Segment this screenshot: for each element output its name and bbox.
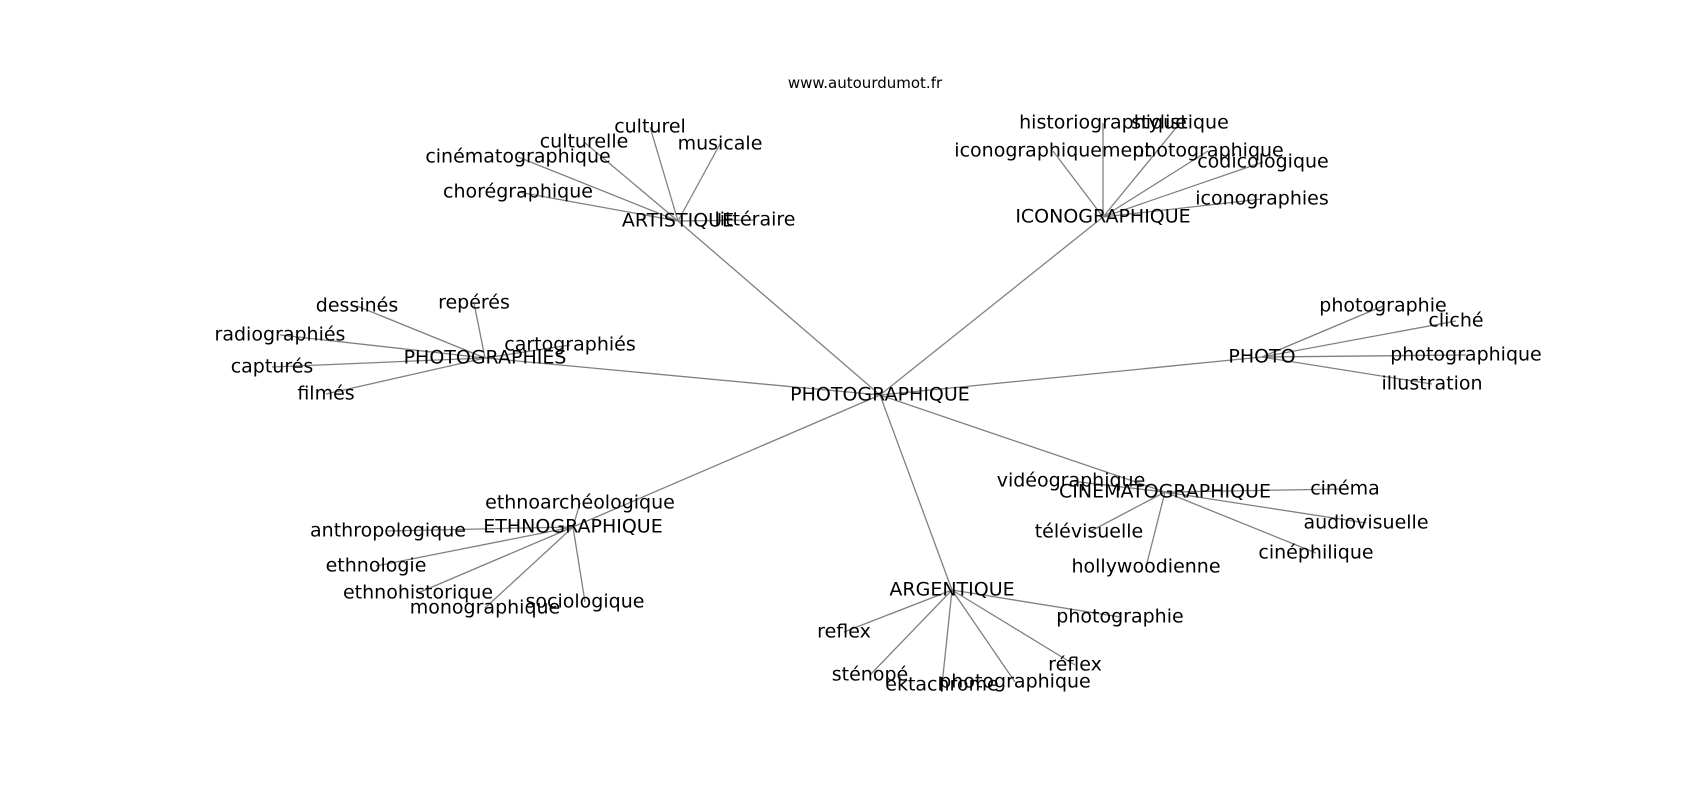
edge-photographies-0: [356, 305, 486, 359]
edge-center-argentique: [879, 394, 953, 591]
word-node-ethnographique-4[interactable]: monographique: [410, 597, 561, 619]
graph-edges: [271, 122, 1467, 686]
edge-ethnographique-2: [375, 526, 574, 567]
edge-artistique-5: [677, 219, 756, 222]
edge-argentique-3: [869, 589, 953, 676]
hub-node-ethnographique[interactable]: ETHNOGRAPHIQUE: [483, 516, 662, 538]
edge-photographies-1: [473, 302, 486, 359]
edge-ethnographique-5: [572, 526, 586, 603]
word-node-iconographique-4[interactable]: codicologique: [1197, 151, 1329, 173]
word-node-iconographique-0[interactable]: historiographique: [1019, 112, 1187, 134]
edge-cinematographique-1: [1164, 488, 1346, 493]
edge-argentique-4: [941, 589, 953, 686]
edge-ethnographique-1: [387, 526, 574, 532]
word-node-argentique-3[interactable]: sténopé: [832, 664, 908, 686]
edge-ethnographique-4: [484, 526, 574, 609]
word-node-cinematographique-4[interactable]: cinéphilique: [1258, 542, 1373, 564]
edge-artistique-0: [649, 126, 679, 222]
edge-ethnographique-0: [572, 502, 581, 528]
hub-node-artistique[interactable]: ARTISTIQUE: [622, 210, 734, 232]
word-node-argentique-5[interactable]: photographique: [939, 671, 1091, 693]
watermark-text: www.autourdumot.fr: [788, 74, 943, 92]
edge-photo-3: [1261, 356, 1433, 385]
center-node[interactable]: PHOTOGRAPHIQUE: [790, 384, 970, 406]
word-node-iconographique-3[interactable]: photographique: [1132, 140, 1284, 162]
word-node-ethnographique-5[interactable]: sociologique: [526, 591, 645, 613]
edge-photographies-4: [271, 357, 486, 368]
word-node-iconographique-5[interactable]: iconographies: [1195, 188, 1329, 210]
hub-node-photo[interactable]: PHOTO: [1228, 346, 1295, 368]
edge-artistique-3: [517, 156, 679, 222]
edge-artistique-2: [677, 143, 721, 222]
word-node-cinematographique-5[interactable]: hollywoodienne: [1071, 556, 1220, 578]
word-node-ethnographique-1[interactable]: anthropologique: [310, 520, 466, 542]
word-node-cinematographique-3[interactable]: télévisuelle: [1035, 521, 1144, 543]
word-node-iconographique-1[interactable]: stylistique: [1131, 112, 1229, 134]
word-node-artistique-2[interactable]: musicale: [678, 133, 763, 155]
edge-iconographique-2: [1052, 150, 1104, 218]
edge-photo-2: [1261, 354, 1467, 358]
edge-artistique-4: [517, 191, 679, 222]
word-node-photographies-0[interactable]: dessinés: [316, 295, 398, 317]
edge-ethnographique-3: [417, 526, 574, 594]
edge-artistique-1: [583, 141, 679, 222]
edge-iconographique-3: [1102, 150, 1209, 218]
word-node-artistique-5[interactable]: littéraire: [715, 209, 796, 231]
edge-cinematographique-0: [1070, 480, 1166, 493]
edge-iconographique-5: [1102, 198, 1263, 218]
word-node-artistique-4[interactable]: chorégraphique: [443, 181, 593, 203]
word-node-argentique-2[interactable]: réflex: [1048, 654, 1102, 676]
word-node-photographies-5[interactable]: filmés: [297, 383, 354, 405]
word-node-ethnographique-0[interactable]: ethnoarchéologique: [485, 492, 675, 514]
word-node-argentique-4[interactable]: ektachrome: [885, 674, 999, 696]
word-node-photo-1[interactable]: cliché: [1428, 310, 1483, 332]
edge-iconographique-4: [1102, 161, 1264, 218]
word-node-cinematographique-2[interactable]: audiovisuelle: [1303, 512, 1428, 534]
edge-center-iconographique: [879, 216, 1104, 396]
word-node-ethnographique-3[interactable]: ethnohistorique: [343, 582, 493, 604]
word-node-iconographique-2[interactable]: iconographiquement: [954, 140, 1151, 162]
word-node-photographies-1[interactable]: repérés: [438, 292, 510, 314]
word-node-photographies-3[interactable]: cartographiés: [504, 334, 635, 356]
word-node-photographies-4[interactable]: capturés: [231, 356, 314, 378]
word-node-argentique-1[interactable]: photographie: [1056, 606, 1183, 628]
edge-argentique-1: [951, 589, 1121, 618]
edge-cinematographique-4: [1164, 491, 1317, 554]
edge-argentique-5: [951, 589, 1016, 683]
hub-node-argentique[interactable]: ARGENTIQUE: [889, 579, 1014, 601]
edge-center-cinematographique: [879, 394, 1166, 493]
word-node-cinematographique-0[interactable]: vidéographique: [997, 470, 1146, 492]
edge-center-photo: [879, 356, 1263, 396]
edge-photographies-2: [279, 334, 486, 359]
hub-node-photographies[interactable]: PHOTOGRAPHIES: [404, 347, 567, 369]
edge-iconographique-1: [1102, 122, 1181, 218]
edge-argentique-0: [843, 589, 953, 633]
word-node-artistique-3[interactable]: cinématographique: [425, 146, 610, 168]
word-node-argentique-0[interactable]: reflex: [817, 621, 871, 643]
edge-cinematographique-5: [1145, 491, 1166, 568]
word-node-artistique-0[interactable]: culturel: [614, 116, 686, 138]
edge-cinematographique-3: [1088, 491, 1166, 533]
edge-photo-1: [1261, 320, 1457, 358]
word-node-artistique-1[interactable]: culturelle: [540, 131, 629, 153]
edge-photographies-5: [325, 357, 486, 395]
edge-center-artistique: [677, 220, 881, 396]
word-node-photo-0[interactable]: photographie: [1319, 295, 1446, 317]
word-node-photo-2[interactable]: photographique: [1390, 344, 1542, 366]
word-node-cinematographique-1[interactable]: cinéma: [1310, 478, 1380, 500]
word-node-photo-3[interactable]: illustration: [1381, 373, 1482, 395]
edge-argentique-2: [951, 589, 1076, 666]
edge-center-photographies: [484, 357, 881, 396]
word-node-photographies-2[interactable]: radiographiés: [215, 324, 346, 346]
hub-node-iconographique[interactable]: ICONOGRAPHIQUE: [1015, 206, 1190, 228]
edge-center-ethnographique: [572, 394, 881, 528]
edge-photo-0: [1261, 305, 1384, 358]
word-node-ethnographique-2[interactable]: ethnologie: [326, 555, 427, 577]
edge-cinematographique-2: [1164, 491, 1367, 524]
edge-photographies-3: [484, 344, 571, 359]
hub-node-cinematographique[interactable]: CINEMATOGRAPHIQUE: [1059, 481, 1271, 503]
